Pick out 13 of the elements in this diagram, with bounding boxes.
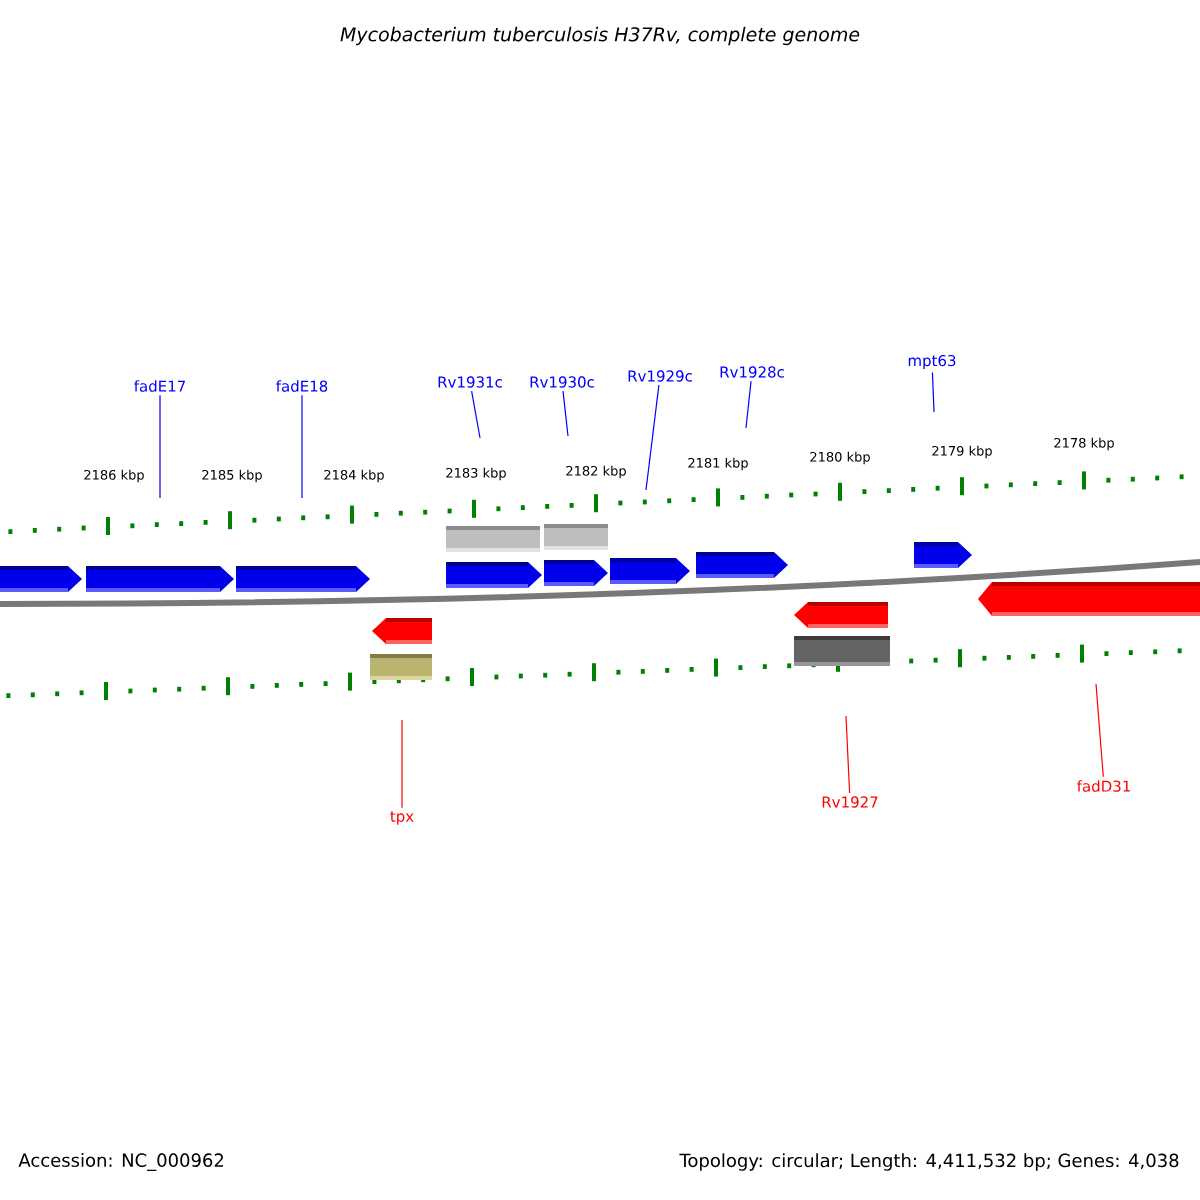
title: Mycobacterium tuberculosis H37Rv, complete genome: [340, 26, 860, 46]
leader-line: [845, 715, 851, 794]
leader-line: [562, 390, 569, 437]
footer-text: Accession: NC_000962: [18, 1153, 224, 1171]
footer-text: Topology: circular; Length: 4,411,532 bp; Genes: 4,038: [679, 1153, 1179, 1171]
leader-line: [1095, 683, 1104, 778]
leader-line: [745, 380, 752, 429]
leader-line: [301, 394, 303, 499]
leader-line: [401, 719, 403, 809]
leader-line: [931, 371, 935, 413]
leader-line: [159, 394, 161, 499]
leader-line: [645, 384, 660, 491]
leader-line: [471, 390, 481, 439]
